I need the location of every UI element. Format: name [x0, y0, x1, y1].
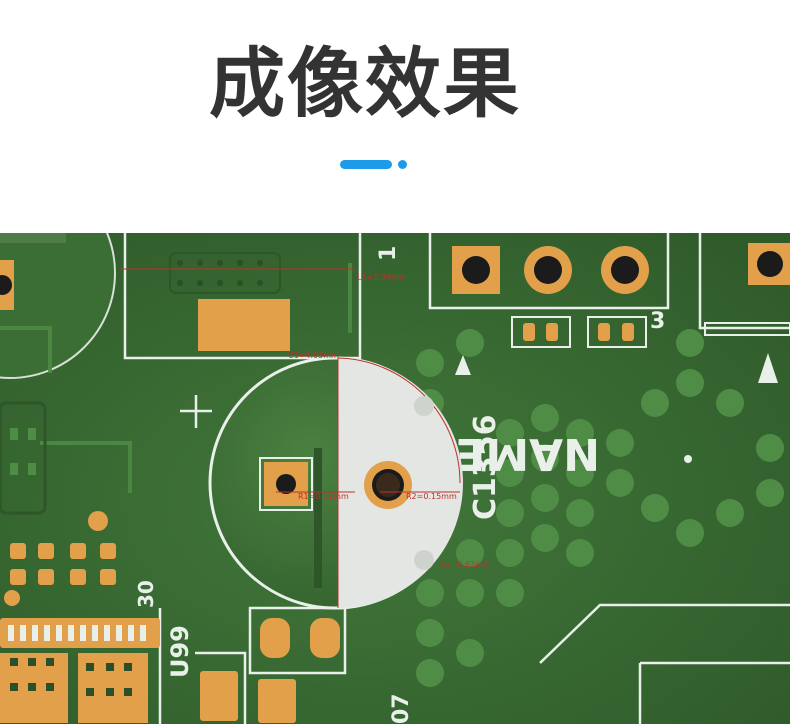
pcb-photo: NAME Hp C1356 U99 30 3 1 07 L1=1.36mm C1…: [0, 233, 790, 724]
capacitor-closeup: [208, 356, 463, 610]
title-accent-bar: [340, 160, 392, 169]
silk-label-u99: U99: [166, 625, 194, 678]
silk-label-1: 1: [376, 246, 401, 261]
measure-label-r1: R1=0.11mm: [298, 492, 349, 501]
silk-label-07: 07: [389, 693, 414, 724]
measure-label-c1: C1=4.05mm: [288, 351, 339, 360]
silk-label-3: 3: [650, 309, 665, 334]
title-accent-dot: [398, 160, 407, 169]
measure-label-l1: L1=1.36mm: [357, 273, 407, 282]
silk-label-c1356: C1356: [468, 414, 503, 520]
page-title: 成像效果: [209, 39, 521, 128]
silk-label-30: 30: [134, 580, 158, 608]
through-holes: [0, 243, 790, 309]
measure-label-r3: R3=0.62mm: [440, 560, 491, 569]
measure-label-r2: R2=0.15mm: [406, 492, 457, 501]
